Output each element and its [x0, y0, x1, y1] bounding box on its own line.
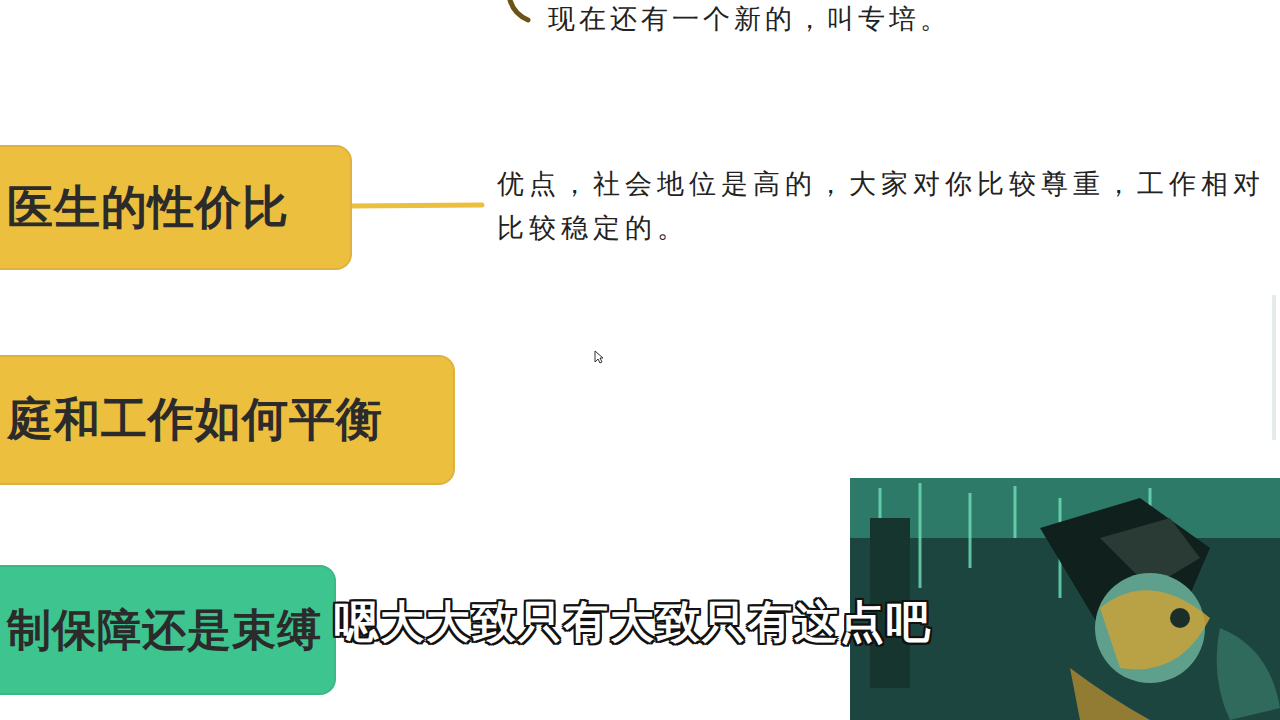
- mouse-cursor: [594, 350, 604, 364]
- topic-text: 庭和工作如何平衡: [7, 389, 383, 451]
- bracket-curve: [510, 0, 528, 20]
- subtitle: 嗯大大致只有大致只有这点吧: [334, 592, 932, 652]
- topic-box: 制保障还是束缚: [0, 565, 336, 695]
- topic-text: 医生的性价比: [7, 177, 289, 239]
- topic-text: 制保障还是束缚: [7, 601, 322, 660]
- note-text: 现在还有一个新的，叫专培。: [548, 2, 951, 36]
- topic-box: 医生的性价比: [0, 145, 352, 270]
- branch-text: 优点，社会地位是高的，大家对你比较尊重，工作相对比较稳定的。: [497, 162, 1267, 250]
- scrollbar: [1272, 295, 1276, 440]
- topic-box: 庭和工作如何平衡: [0, 355, 455, 485]
- leader-line: [350, 205, 482, 206]
